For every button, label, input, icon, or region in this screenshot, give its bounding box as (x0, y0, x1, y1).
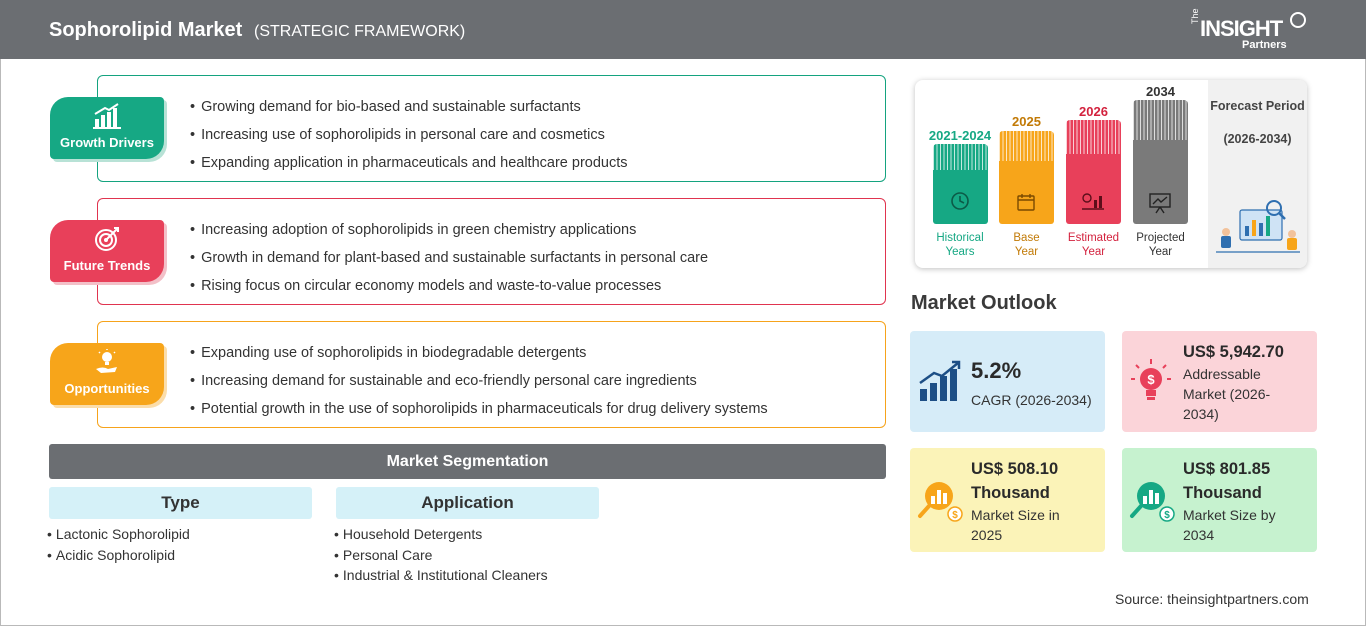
svg-text:$: $ (1164, 510, 1170, 521)
market-segmentation-title: Market Segmentation (49, 444, 886, 479)
timeline-year-base: 2025 (1012, 114, 1041, 129)
analysts-illustration (1216, 200, 1300, 253)
lightbulb-dollar-icon: $ (1131, 359, 1171, 400)
cagr-value: 5.2% (971, 358, 1022, 383)
market-outlook-title: Market Outlook (911, 292, 1057, 314)
list-item: Lactonic Sophorolipid (47, 524, 190, 545)
addressable-market-value: US$ 5,942.70 (1183, 343, 1284, 361)
list-item: Industrial & Institutional Cleaners (334, 565, 548, 586)
timeline-year-historical: 2021-2024 (928, 128, 992, 143)
opportunities-list: Expanding use of sophorolipids in biodeg… (190, 339, 768, 423)
opportunities-label: Opportunities (64, 381, 150, 396)
page-subtitle: (STRATEGIC FRAMEWORK) (254, 23, 466, 40)
segment-type-header: Type (49, 487, 312, 519)
lightbulb-hand-icon (96, 349, 117, 373)
list-item: Expanding use of sophorolipids in biodeg… (190, 339, 768, 367)
future-trends-list: Increasing adoption of sophorolipids in … (190, 216, 708, 300)
list-item: Personal Care (334, 545, 548, 566)
page-title: Sophorolipid Market (49, 19, 243, 41)
list-item: Growing demand for bio-based and sustain… (190, 93, 628, 121)
forecast-period-range: (2026-2034) (1223, 132, 1292, 146)
future-trends-badge: Future Trends (50, 220, 164, 282)
opportunities-panel: Expanding use of sophorolipids in biodeg… (97, 321, 886, 428)
list-item: Potential growth in the use of sophoroli… (190, 395, 768, 423)
forecast-period-label: Forecast Period (1210, 99, 1305, 113)
timeline-year-estimated: 2026 (1079, 104, 1108, 119)
list-item: Increasing use of sophorolipids in perso… (190, 121, 628, 149)
list-item: Acidic Sophorolipid (47, 545, 190, 566)
future-trends-panel: Increasing adoption of sophorolipids in … (97, 198, 886, 305)
list-item: Growth in demand for plant-based and sus… (190, 244, 708, 272)
presentation-board-icon (1149, 193, 1171, 214)
forecast-period-panel: Forecast Period (2026-2034) (1208, 80, 1307, 268)
insight-partners-logo[interactable]: The INSIGHT Partners (1190, 8, 1315, 54)
list-item: Household Detergents (334, 524, 548, 545)
future-trends-label: Future Trends (63, 258, 151, 273)
segment-type-list: Lactonic Sophorolipid Acidic Sophorolipi… (47, 524, 190, 565)
growth-drivers-badge: Growth Drivers (50, 97, 164, 159)
cagr-card: 5.2% CAGR (2026-2034) (910, 331, 1105, 432)
target-icon (95, 227, 119, 251)
timeline-bar-historical (933, 144, 988, 224)
bar-chart-growth-icon (93, 103, 121, 129)
rising-bars-icon (919, 360, 961, 401)
timeline-year-projected: 2034 (1146, 84, 1175, 99)
growth-drivers-panel: Growing demand for bio-based and sustain… (97, 75, 886, 182)
timeline-bar-base (999, 131, 1054, 224)
source-link[interactable]: Source: theinsightpartners.com (1115, 591, 1309, 607)
opportunities-badge: Opportunities (50, 343, 164, 405)
magnifier-chart-icon: $ (918, 482, 963, 522)
svg-text:$: $ (1147, 372, 1155, 387)
growth-drivers-label: Growth Drivers (60, 135, 154, 150)
list-item: Increasing adoption of sophorolipids in … (190, 216, 708, 244)
logo-swoosh-icon (1290, 12, 1306, 28)
timeline-bar-projected (1133, 100, 1188, 224)
history-clock-icon (951, 192, 969, 210)
growth-drivers-list: Growing demand for bio-based and sustain… (190, 93, 628, 177)
header-bar: Sophorolipid Market (STRATEGIC FRAMEWORK… (0, 0, 1366, 59)
calendar-icon (1017, 194, 1035, 211)
settings-chart-icon (1082, 193, 1104, 210)
list-item: Increasing demand for sustainable and ec… (190, 367, 768, 395)
segment-application-list: Household Detergents Personal Care Indus… (334, 524, 548, 586)
cagr-label: CAGR (2026-2034) (971, 392, 1092, 408)
list-item: Expanding application in pharmaceuticals… (190, 149, 627, 177)
segment-application-header: Application (336, 487, 599, 519)
timeline-bar-estimated (1066, 120, 1121, 224)
svg-text:$: $ (952, 510, 958, 521)
list-item: Rising focus on circular economy models … (190, 272, 708, 300)
magnifier-chart-icon: $ (1130, 482, 1175, 522)
